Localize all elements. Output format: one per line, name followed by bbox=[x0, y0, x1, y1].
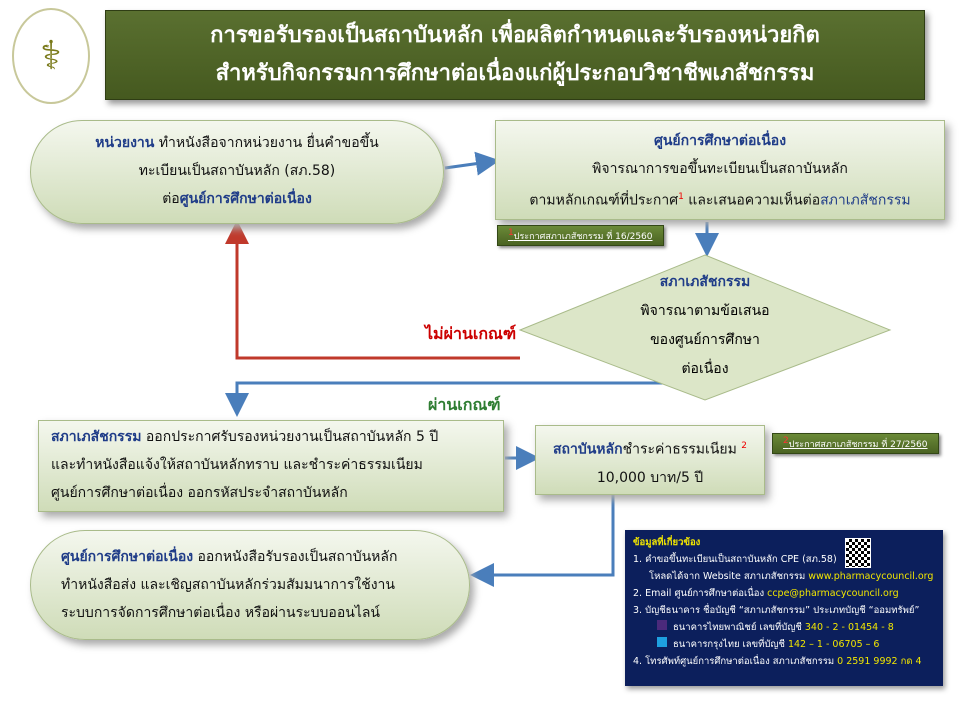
info-item3: 3. บัญชีธนาคาร ชื่อบัญชี “สภาเภสัชกรรม” … bbox=[633, 605, 920, 616]
info-head: ข้อมูลที่เกี่ยวข้อง bbox=[633, 537, 701, 548]
tag1-sup: 1 bbox=[508, 228, 514, 238]
fail-label: ไม่ผ่านเกณฑ์ bbox=[425, 324, 517, 343]
step4-line1: ออกประกาศรับรองหน่วยงานเป็นสถาบันหลัก 5 … bbox=[141, 429, 439, 445]
bank2-name: ธนาคารกรุงไทย เลขที่บัญชี bbox=[673, 639, 788, 650]
arrow-fail bbox=[225, 220, 520, 360]
ktb-bank-icon bbox=[657, 637, 667, 647]
step3-line2: ของศูนย์การศึกษา bbox=[650, 332, 760, 348]
step5-line1: ชำระค่าธรรมเนียม bbox=[622, 441, 742, 458]
info-item4: 4. โทรศัพท์ศูนย์การศึกษาต่อเนื่อง สภาเภส… bbox=[633, 656, 838, 667]
step3-line3: ต่อเนื่อง bbox=[681, 361, 729, 377]
step3-line1: พิจารณาตามข้อเสนอ bbox=[640, 303, 770, 319]
announcement-tag-2[interactable]: 2ประกาศสภาเภสัชกรรม ที่ 27/2560 bbox=[772, 433, 939, 454]
step1-line3: ต่อ bbox=[162, 191, 180, 207]
step6-line2: ทำหนังสือส่ง และเชิญสถาบันหลักร่วมสัมมนา… bbox=[61, 577, 395, 593]
page-title: การขอรับรองเป็นสถาบันหลัก เพื่อผลิตกำหนด… bbox=[105, 10, 925, 100]
step2-review-box: ศูนย์การศึกษาต่อเนื่อง พิจารณาการขอขึ้นท… bbox=[495, 120, 945, 220]
tag2-sup: 2 bbox=[783, 436, 789, 446]
tag1-text: ประกาศสภาเภสัชกรรม ที่ 16/2560 bbox=[513, 232, 653, 242]
step4-line3: ศูนย์การศึกษาต่อเนื่อง ออกรหัสประจำสถาบั… bbox=[51, 485, 348, 501]
scb-bank-icon bbox=[657, 620, 667, 630]
title-line2: สำหรับกิจกรรมการศึกษาต่อเนื่องแก่ผู้ประก… bbox=[215, 61, 815, 86]
bank2-account: 142 – 1 - 06705 – 6 bbox=[787, 639, 880, 650]
qr-code-icon bbox=[845, 538, 871, 568]
footnote-1: 1 bbox=[678, 192, 684, 202]
step4-line2: และทำหนังสือแจ้งให้สถาบันหลักทราบ และชำร… bbox=[51, 457, 423, 473]
arrow-step1-to-step2 bbox=[444, 151, 500, 176]
decision-diamond bbox=[518, 254, 892, 401]
tag2-text: ประกาศสภาเภสัชกรรม ที่ 27/2560 bbox=[788, 440, 928, 450]
step1-actor: หน่วยงาน bbox=[95, 135, 155, 151]
step6-line3: ระบบการจัดการศึกษาต่อเนื่อง หรือผ่านระบบ… bbox=[61, 605, 381, 621]
step1-line1: ทำหนังสือจากหน่วยงาน ยื่นคำขอขึ้น bbox=[154, 135, 379, 151]
announcement-tag-1[interactable]: 1ประกาศสภาเภสัชกรรม ที่ 16/2560 bbox=[497, 225, 664, 246]
step3-head: สภาเภสัชกรรม bbox=[659, 274, 751, 290]
bank1-name: ธนาคารไทยพาณิชย์ เลขที่บัญชี bbox=[673, 622, 805, 633]
step6-actor: ศูนย์การศึกษาต่อเนื่อง bbox=[61, 549, 194, 565]
step5-amount: 10,000 บาท/5 ปี bbox=[596, 469, 704, 486]
step2-head: ศูนย์การศึกษาต่อเนื่อง bbox=[653, 133, 787, 149]
step1-line2: ทะเบียนเป็นสถาบันหลัก (สภ.58) bbox=[138, 163, 336, 179]
related-info-panel: ข้อมูลที่เกี่ยวข้อง 1. คำขอขึ้นทะเบียนเป… bbox=[625, 530, 943, 686]
step1-submit-box: หน่วยงาน ทำหนังสือจากหน่วยงาน ยื่นคำขอขึ… bbox=[30, 120, 444, 224]
info-item2: 2. Email ศูนย์การศึกษาต่อเนื่อง bbox=[633, 588, 768, 599]
step4-certify-box: สภาเภสัชกรรม ออกประกาศรับรองหน่วยงานเป็น… bbox=[38, 420, 504, 512]
step4-actor: สภาเภสัชกรรม bbox=[51, 429, 142, 445]
info-item1b: โหลดได้จาก Website สภาเภสัชกรรม bbox=[649, 571, 809, 582]
step2-line2b: และเสนอความเห็นต่อ bbox=[683, 192, 821, 209]
email-link[interactable]: ccpe@pharmacycouncil.org bbox=[767, 588, 899, 599]
website-link[interactable]: www.pharmacycouncil.org bbox=[808, 571, 934, 582]
arrow-step5-to-step6 bbox=[470, 495, 615, 587]
bank1-account: 340 - 2 - 01454 - 8 bbox=[804, 622, 894, 633]
step1-target: ศูนย์การศึกษาต่อเนื่อง bbox=[179, 191, 312, 207]
step2-line2: ตามหลักเกณฑ์ที่ประกาศ bbox=[529, 192, 679, 209]
footnote-2: 2 bbox=[741, 441, 748, 451]
pharmacy-council-logo: ⚕ bbox=[12, 8, 90, 104]
step3-decision: สภาเภสัชกรรม พิจารณาตามข้อเสนอ ของศูนย์ก… bbox=[590, 268, 820, 384]
pass-label: ผ่านเกณฑ์ bbox=[428, 395, 501, 414]
step5-fee-box: สถาบันหลักชำระค่าธรรมเนียม 2 10,000 บาท/… bbox=[535, 425, 765, 495]
step6-notify-box: ศูนย์การศึกษาต่อเนื่อง ออกหนังสือรับรองเ… bbox=[30, 530, 470, 640]
step2-line1: พิจารณาการขอขึ้นทะเบียนเป็นสถาบันหลัก bbox=[592, 161, 848, 177]
phone-number: 0 2591 9992 กด 4 bbox=[837, 656, 922, 667]
step6-line1: ออกหนังสือรับรองเป็นสถาบันหลัก bbox=[193, 549, 398, 565]
info-item1: 1. คำขอขึ้นทะเบียนเป็นสถาบันหลัก CPE (สภ… bbox=[633, 554, 837, 565]
step2-council: สภาเภสัชกรรม bbox=[820, 192, 911, 209]
title-line1: การขอรับรองเป็นสถาบันหลัก เพื่อผลิตกำหนด… bbox=[210, 23, 820, 48]
step5-actor: สถาบันหลัก bbox=[552, 441, 623, 458]
